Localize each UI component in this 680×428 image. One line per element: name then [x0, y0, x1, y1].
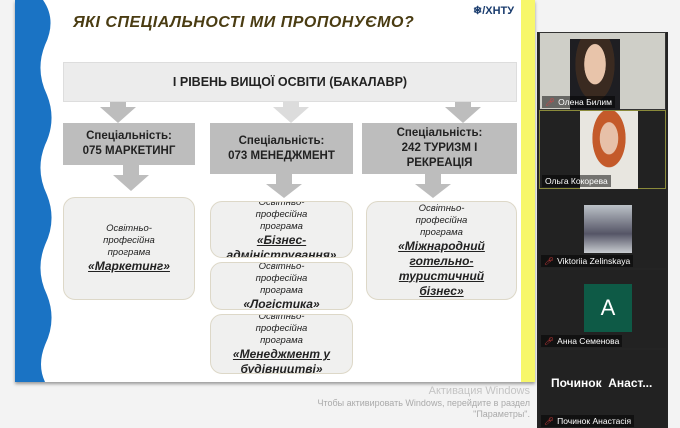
participants-panel[interactable]: 🎤︎Олена Билим Ольга Кокорева 🎤︎Viktoriia…	[537, 32, 668, 428]
specialty-management: Спеціальність:073 МЕНЕДЖМЕНТ	[210, 123, 353, 174]
down-arrow	[445, 107, 481, 123]
windows-activation-watermark: Активация Windows Чтобы активировать Win…	[317, 385, 530, 419]
yellow-stripe	[521, 0, 535, 382]
arrow-stem	[455, 102, 471, 108]
program-hotel-tourism: Освітньо-професійна програма«Міжнародний…	[366, 201, 517, 300]
participant-tile[interactable]: A 🎤︎Анна Семенова	[539, 270, 666, 348]
arrow-stem	[123, 165, 139, 175]
mic-muted-icon: 🎤︎	[544, 256, 555, 266]
participant-name: 🎤︎Viktoriia Zelinskaya	[541, 255, 634, 267]
participant-tile[interactable]: Починок Анаст... 🎤︎Починок Анастасія	[539, 350, 666, 428]
participant-tile[interactable]: 🎤︎Олена Билим	[539, 32, 666, 111]
slide-title: ЯКІ СПЕЦІАЛЬНОСТІ МИ ПРОПОНУЄМО?	[73, 14, 415, 31]
participant-name: Ольга Кокорева	[542, 175, 611, 187]
arrow-stem	[283, 102, 299, 108]
program-business-admin: Освітньо-професійна програма«Бізнес-адмі…	[210, 201, 353, 258]
logo-snowflake-icon: ❄/	[473, 5, 486, 17]
arrow-stem	[276, 174, 292, 184]
program-logistics: Освітньо-професійна програма«Логістика»	[210, 262, 353, 310]
presentation-slide: ЯКІ СПЕЦІАЛЬНОСТІ МИ ПРОПОНУЄМО? ❄/ХНТУ …	[15, 0, 535, 382]
participant-name: 🎤︎Анна Семенова	[541, 335, 623, 347]
participant-display-name: Починок Анаст...	[551, 376, 653, 390]
down-arrow	[415, 184, 451, 198]
arrow-stem	[110, 102, 126, 108]
down-arrow	[273, 107, 309, 123]
participant-video	[584, 205, 632, 253]
participant-name: 🎤︎Починок Анастасія	[541, 415, 635, 427]
mic-muted-icon: 🎤︎	[545, 97, 556, 107]
mic-muted-icon: 🎤︎	[544, 336, 555, 346]
down-arrow	[113, 175, 149, 191]
program-construction-management: Освітньо-професійна програма«Менеджмент …	[210, 314, 353, 374]
down-arrow	[100, 107, 136, 123]
participant-tile-active[interactable]: Ольга Кокорева	[539, 110, 666, 189]
blue-wave-decoration	[15, 0, 52, 382]
arrow-stem	[425, 174, 441, 184]
participant-name: 🎤︎Олена Билим	[542, 96, 616, 108]
participant-tile[interactable]: 🎤︎Viktoriia Zelinskaya	[539, 190, 666, 268]
education-level-box: І РІВЕНЬ ВИЩОЇ ОСВІТИ (БАКАЛАВР)	[63, 62, 517, 102]
specialty-marketing: Спеціальність:075 МАРКЕТИНГ	[63, 123, 195, 165]
participant-avatar: A	[584, 284, 632, 332]
down-arrow	[266, 184, 302, 198]
mic-muted-icon: 🎤︎	[544, 416, 555, 426]
university-logo: ❄/ХНТУ	[473, 5, 515, 17]
specialty-tourism: Спеціальність:242 ТУРИЗМ І РЕКРЕАЦІЯ	[362, 123, 517, 174]
program-marketing: Освітньо-професійна програма«Маркетинг»	[63, 197, 195, 300]
